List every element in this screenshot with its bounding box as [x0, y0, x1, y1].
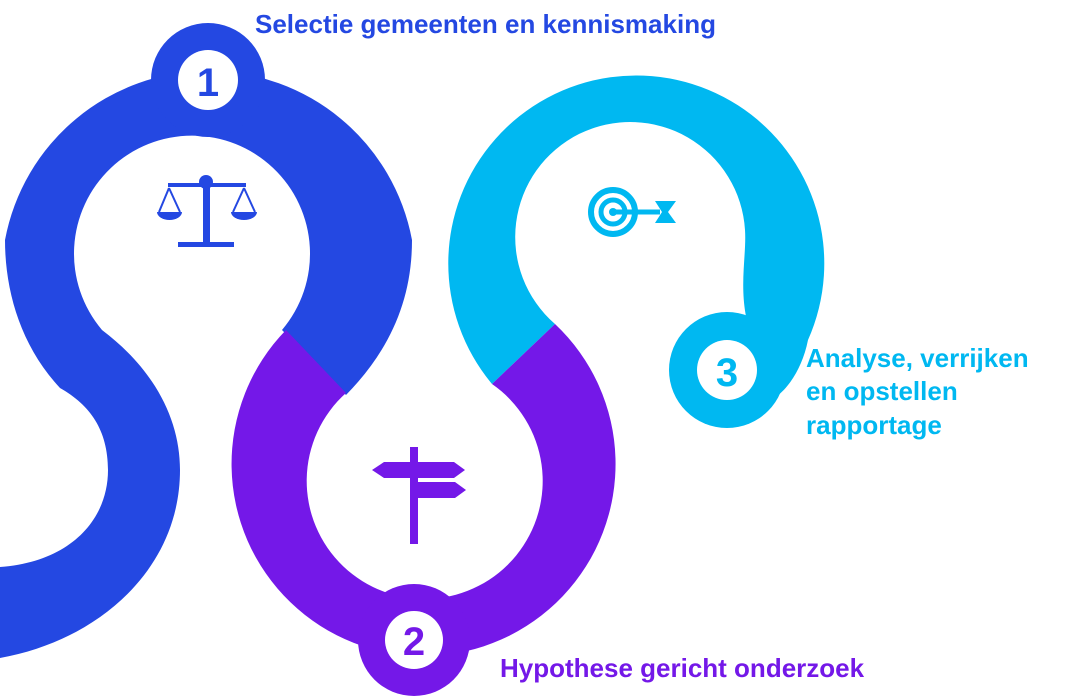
step-3-title-line-2: en opstellen: [806, 376, 958, 407]
step-3-band: [448, 75, 825, 405]
signpost-icon: [372, 447, 466, 544]
badge-2: 2: [358, 584, 470, 696]
step-1-number: 1: [197, 61, 219, 105]
step-2-title: Hypothese gericht onderzoek: [500, 653, 865, 683]
badge-3-inner: [697, 340, 757, 400]
badge-2-inner: [385, 611, 443, 669]
step-3-title: Analyse, verrijken en opstellen rapporta…: [806, 342, 1029, 442]
step-2-band: [231, 324, 616, 656]
step-2-number: 2: [403, 620, 425, 664]
step-1-title: Selectie gemeenten en kennismaking: [255, 9, 716, 39]
scales-icon: [157, 175, 257, 247]
badge-3: 3: [669, 312, 785, 428]
step-3-number: 3: [716, 351, 738, 395]
step-1-band: [0, 70, 412, 659]
badge-1: 1: [151, 23, 265, 137]
step-3-title-line-3: rapportage: [806, 409, 942, 440]
badge-1-inner: [178, 50, 238, 110]
step-3-title-line-1: Analyse, verrijken: [806, 343, 1029, 373]
target-icon: [588, 187, 676, 237]
